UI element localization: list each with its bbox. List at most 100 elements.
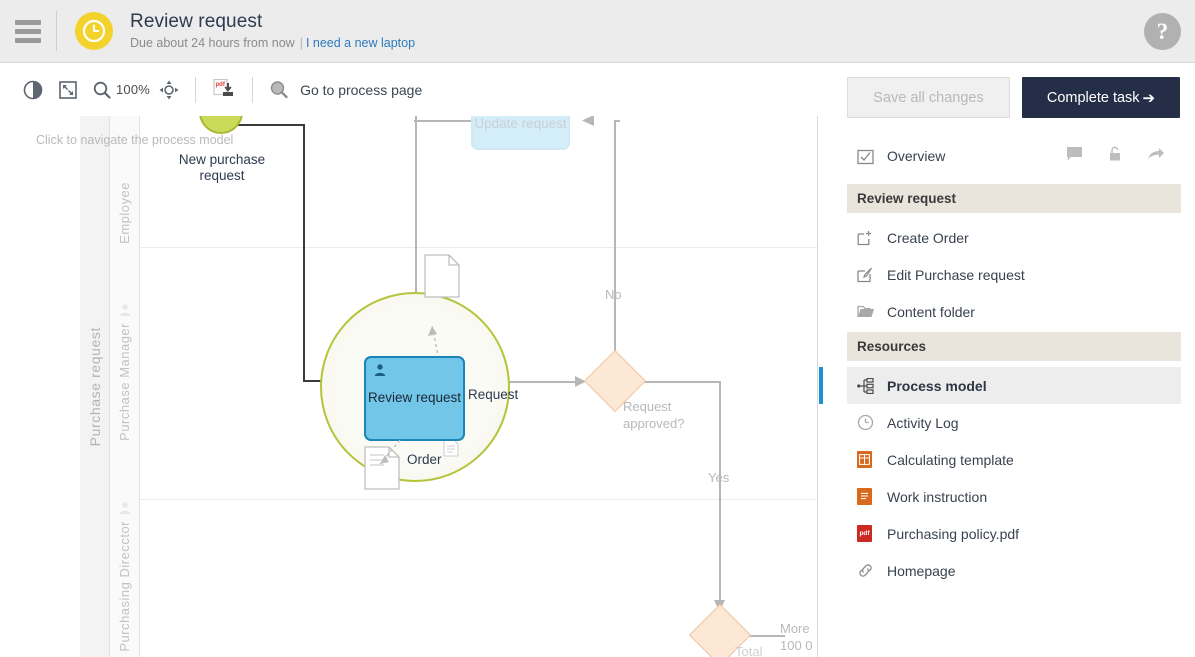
pool-purchase-request: Purchase request	[80, 116, 110, 657]
edit-pencil-icon	[857, 267, 881, 283]
data-object-order-icon[interactable]	[364, 446, 400, 490]
edge-segment	[414, 120, 472, 122]
edge-segment	[637, 381, 721, 383]
case-link[interactable]: I need a new laptop	[305, 36, 416, 51]
sidebar-item-purchasing-policy-pdf[interactable]: pdf Purchasing policy.pdf	[847, 515, 1181, 552]
lane-label-purchase-manager: Purchase Manager	[110, 248, 140, 500]
data-object-request-label: Request	[468, 387, 519, 402]
edge-segment	[614, 120, 616, 360]
gateway-total-line2: 100 0	[780, 637, 813, 653]
task-label: Update request	[474, 116, 567, 131]
person-icon	[119, 502, 130, 515]
fit-to-screen-icon[interactable]	[57, 75, 79, 105]
header-divider	[56, 11, 57, 51]
sidebar-item-edit-purchase-request[interactable]: Edit Purchase request	[847, 256, 1181, 293]
section-header-resources: Resources	[847, 332, 1181, 361]
clock-icon	[75, 12, 113, 50]
spreadsheet-icon	[857, 451, 881, 468]
sidebar-item-work-instruction[interactable]: Work instruction	[847, 478, 1181, 515]
association-request	[428, 325, 447, 395]
association-order	[379, 439, 401, 465]
link-icon	[857, 562, 881, 579]
gateway-total-sublabel: Total	[735, 644, 763, 657]
edge-label-no: No	[605, 287, 622, 302]
sidebar-item-overview[interactable]: Overview	[847, 136, 1181, 176]
process-model-icon	[857, 377, 881, 394]
toolbar-divider	[195, 76, 197, 103]
pan-navigate-icon[interactable]	[158, 75, 180, 105]
sidebar-item-calculating-template[interactable]: Calculating template	[847, 441, 1181, 478]
lane-body-purchase-manager	[140, 248, 817, 500]
document-icon	[857, 488, 881, 505]
comment-icon[interactable]	[1066, 146, 1083, 167]
diagram-toolbar: 100% pdf Go to process page	[0, 63, 818, 116]
zoom-level-label[interactable]: 100%	[116, 82, 151, 97]
subtitle-separator: |	[299, 36, 303, 51]
lane-label-employee: Employee	[110, 116, 140, 248]
sidebar-item-activity-log[interactable]: Activity Log	[847, 404, 1181, 441]
sidebar-item-label: Overview	[887, 148, 946, 164]
task-update-request[interactable]: Update request	[471, 116, 570, 150]
hamburger-bar	[15, 37, 41, 43]
lane-label-purchasing-director: Purchasing Direcctor	[110, 500, 140, 657]
save-button-label: Save all changes	[873, 89, 984, 106]
gateway-label-line1: Request	[623, 399, 672, 414]
toolbar-divider	[252, 76, 254, 103]
overview-actions	[1066, 146, 1181, 167]
process-diagram-canvas[interactable]: Purchase request Employee Purchase Manag…	[0, 116, 818, 657]
folder-icon	[857, 304, 881, 319]
data-object-request-icon[interactable]	[424, 254, 460, 298]
start-label-line2: request	[199, 168, 245, 184]
task-label: Review request	[367, 390, 462, 406]
lane-body-employee	[140, 116, 817, 248]
sidebar-item-create-order[interactable]: Create Order	[847, 219, 1181, 256]
sidebar-item-label: Work instruction	[887, 488, 988, 505]
gateway-label-line2: approved?	[623, 415, 685, 431]
go-to-process-page-link[interactable]: Go to process page	[300, 81, 423, 98]
help-glyph: ?	[1156, 18, 1169, 44]
contrast-icon[interactable]	[22, 75, 44, 105]
page-subtitle: Due about 24 hours from now|I need a new…	[130, 36, 415, 50]
pdf-file-icon: pdf	[857, 525, 881, 542]
canvas-hint-text: Click to navigate the process model	[36, 133, 234, 147]
magnifier-process-icon[interactable]	[268, 75, 290, 105]
unlock-icon[interactable]	[1107, 146, 1123, 167]
user-task-icon	[374, 364, 386, 376]
edge-segment	[745, 635, 785, 637]
sidebar-item-label: Create Order	[887, 229, 969, 246]
sidebar-item-label: Edit Purchase request	[887, 266, 1025, 283]
complete-button-label: Complete task	[1046, 89, 1140, 106]
task-sidebar: Save all changes Complete task➔ Overview	[819, 63, 1195, 657]
header-text-block: Review request Due about 24 hours from n…	[130, 11, 415, 50]
lane-label-text: Purchase Manager	[117, 323, 132, 441]
sidebar-item-label: Calculating template	[887, 451, 1014, 468]
sidebar-item-label: Process model	[887, 377, 987, 394]
gateway-total-line1: More	[780, 621, 810, 636]
page-title: Review request	[130, 11, 263, 33]
magnifier-icon[interactable]	[92, 75, 112, 105]
sidebar-item-homepage[interactable]: Homepage	[847, 552, 1181, 589]
sidebar-item-process-model[interactable]: Process model	[819, 367, 1181, 404]
gateway-total-label: More 100 0	[780, 621, 813, 655]
sidebar-item-label: Homepage	[887, 562, 956, 579]
sidebar-item-label: Activity Log	[887, 414, 959, 431]
pdf-export-icon[interactable]: pdf	[211, 75, 237, 105]
section-title: Resources	[857, 339, 927, 354]
save-all-changes-button[interactable]: Save all changes	[847, 77, 1010, 118]
edge-segment	[221, 124, 305, 126]
edge-segment	[303, 124, 305, 382]
help-icon[interactable]: ?	[1144, 13, 1181, 50]
hamburger-menu-icon[interactable]	[0, 0, 56, 63]
sidebar-item-content-folder[interactable]: Content folder	[847, 293, 1181, 330]
sidebar-action-buttons: Save all changes Complete task➔	[847, 77, 1181, 118]
sidebar-item-label: Content folder	[887, 303, 975, 320]
pool-label: Purchase request	[86, 326, 103, 447]
section-title: Review request	[857, 191, 957, 206]
share-icon[interactable]	[1147, 146, 1165, 167]
overview-checkbox-icon	[857, 148, 881, 165]
hamburger-bar	[15, 28, 41, 34]
complete-task-button[interactable]: Complete task➔	[1022, 77, 1180, 118]
task-review-request[interactable]: Review request	[364, 356, 465, 441]
person-icon	[119, 304, 130, 317]
edge-segment	[719, 381, 721, 657]
